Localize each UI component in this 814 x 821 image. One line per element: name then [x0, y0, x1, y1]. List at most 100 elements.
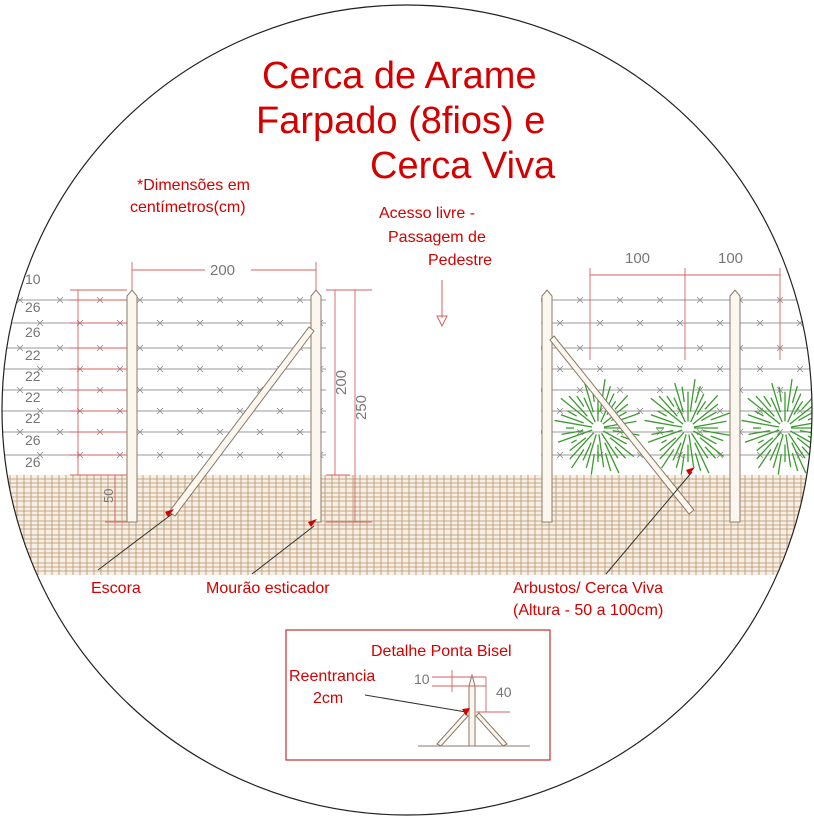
barb-mark — [616, 344, 624, 352]
barb-mark — [796, 365, 804, 373]
brace-right — [549, 335, 695, 515]
hedge-shrub — [644, 379, 731, 475]
barb-mark — [636, 407, 644, 415]
detail-title: Detalhe Ponta Bisel — [371, 643, 512, 660]
brace-left — [168, 326, 315, 517]
barb-mark — [176, 428, 184, 436]
barb-mark — [596, 319, 604, 327]
barb-mark — [256, 344, 264, 352]
barb-mark — [136, 296, 144, 304]
wire-spacing-label: 22 — [25, 347, 41, 363]
barb-mark — [256, 428, 264, 436]
barb-mark — [636, 365, 644, 373]
barb-mark — [636, 319, 644, 327]
barb-mark — [156, 407, 164, 415]
leader-lines — [97, 471, 693, 575]
barb-mark — [196, 319, 204, 327]
detail-reentrancia-line1: Reentrancia — [289, 668, 375, 685]
barb-mark — [196, 365, 204, 373]
barb-mark — [616, 386, 624, 394]
barb-mark — [36, 407, 44, 415]
barb-mark — [196, 451, 204, 459]
wire-spacing-label: 22 — [25, 389, 41, 405]
dimension-lines — [70, 262, 781, 523]
barb-mark — [296, 386, 304, 394]
fence-posts — [126, 289, 741, 523]
wire-spacing-label: 10 — [25, 271, 41, 287]
barb-mark — [176, 344, 184, 352]
post-strainer — [310, 289, 322, 523]
barb-mark — [556, 451, 564, 459]
access-line3: Pedestre — [428, 252, 492, 269]
post-left — [126, 289, 138, 523]
barb-mark — [236, 319, 244, 327]
barb-mark — [36, 319, 44, 327]
barb-mark — [276, 407, 284, 415]
barb-mark — [236, 451, 244, 459]
access-gap — [326, 290, 541, 475]
barb-mark — [716, 319, 724, 327]
barb-mark — [756, 365, 764, 373]
barb-mark — [176, 386, 184, 394]
barb-mark — [716, 365, 724, 373]
barb-mark — [216, 296, 224, 304]
barb-mark — [656, 428, 664, 436]
barb-mark — [276, 451, 284, 459]
title-line1: Cerca de Arame — [262, 55, 537, 97]
barb-mark — [36, 365, 44, 373]
barb-mark — [236, 407, 244, 415]
arbustos-label-line1: Arbustos/ Cerca Viva — [513, 580, 663, 597]
access-line2: Passagem de — [388, 229, 486, 246]
mourao-label: Mourão esticador — [206, 580, 330, 597]
barb-mark — [756, 319, 764, 327]
escora-label: Escora — [91, 580, 141, 597]
hedge-shrub — [741, 379, 812, 475]
wire-spacing-label: 22 — [25, 410, 41, 426]
barb-mark — [156, 319, 164, 327]
detail-dim-bottom: 40 — [496, 684, 512, 700]
barb-mark — [136, 428, 144, 436]
barb-mark — [56, 296, 64, 304]
barb-mark — [16, 344, 24, 352]
barb-mark — [556, 407, 564, 415]
frame-circle — [1, 4, 813, 816]
height-above-label: 200 — [333, 370, 350, 395]
barb-mark — [596, 365, 604, 373]
barb-mark — [616, 296, 624, 304]
detail-post-drawing — [418, 673, 530, 747]
barb-mark — [556, 365, 564, 373]
note-line2: centímetros(cm) — [130, 199, 246, 216]
barb-mark — [296, 428, 304, 436]
access-arrow — [436, 280, 448, 328]
post-right-a — [541, 289, 553, 523]
barb-mark — [276, 319, 284, 327]
barb-mark — [656, 296, 664, 304]
barb-mark — [716, 407, 724, 415]
barb-mark — [656, 344, 664, 352]
barb-mark — [136, 344, 144, 352]
barb-mark — [576, 296, 584, 304]
barb-mark — [696, 296, 704, 304]
barb-mark — [16, 428, 24, 436]
arbustos-marker — [686, 467, 695, 475]
title-line3: Cerca Viva — [370, 145, 556, 187]
detail-box — [285, 629, 551, 761]
reentrancia-leader — [364, 694, 467, 713]
barb-mark — [236, 365, 244, 373]
barb-mark — [216, 386, 224, 394]
reentrancia-marker — [462, 708, 470, 716]
post-right-b — [729, 289, 741, 523]
barb-mark — [576, 386, 584, 394]
barb-mark — [136, 386, 144, 394]
note-line1: *Dimensões em — [137, 177, 250, 194]
mourao-marker — [308, 519, 317, 527]
escora-marker — [165, 509, 174, 517]
wire-spacing-label: 22 — [25, 368, 41, 384]
detail-reentrancia-line2: 2cm — [313, 690, 343, 707]
hedge-span-1-label: 100 — [625, 250, 650, 267]
barb-mark — [16, 386, 24, 394]
wire-spacing-label: 26 — [25, 324, 41, 340]
